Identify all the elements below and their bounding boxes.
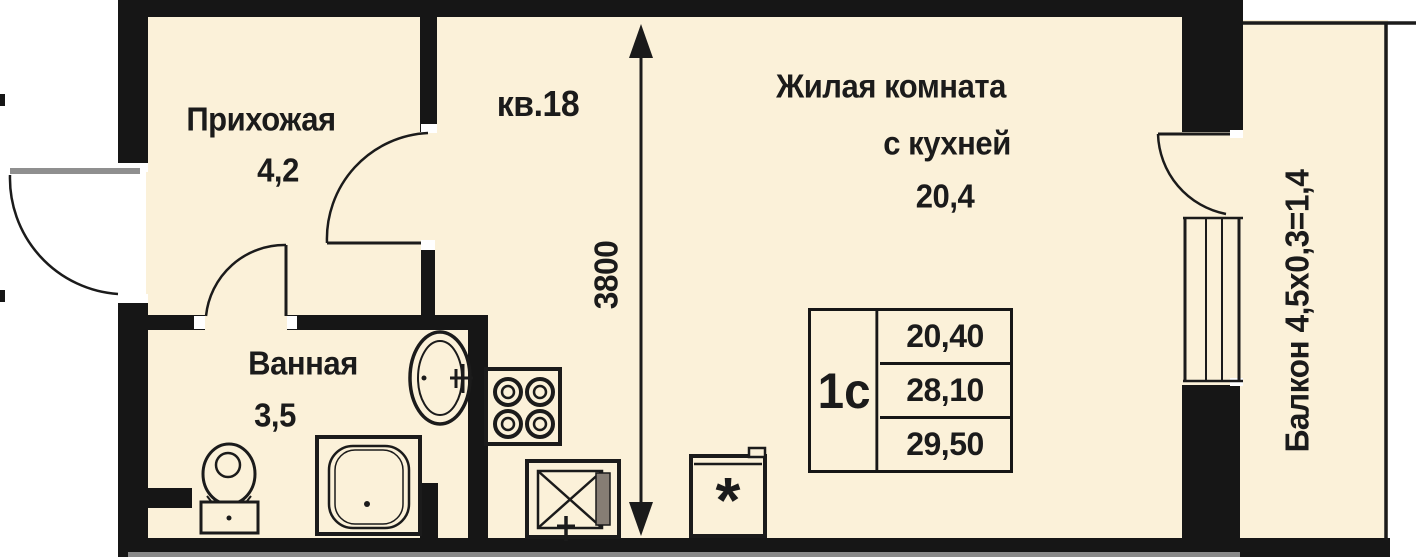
shower-tray-icon xyxy=(315,435,422,536)
hallway-name-label: Прихожая xyxy=(186,100,336,138)
entrance-door-swing xyxy=(8,174,119,296)
toilet-icon xyxy=(199,442,260,535)
stove-icon xyxy=(484,367,562,446)
fridge-asterisk-icon: * xyxy=(716,464,741,536)
bathroom-name-label: Ванная xyxy=(248,344,358,382)
wall-bathroom-right xyxy=(468,315,488,540)
arrowhead-up-icon xyxy=(629,24,653,58)
wall-stub-shower xyxy=(420,483,438,540)
wall-stub-corner xyxy=(140,488,192,508)
wall-living-right-lower xyxy=(1182,385,1240,538)
unit-info-table: 1с 20,40 28,10 29,50 xyxy=(808,308,1013,473)
wall-living-right-upper xyxy=(1182,17,1243,132)
balcony-window-icon xyxy=(1183,216,1243,383)
wall-hallway-living-lower xyxy=(421,240,435,317)
unit-total-area-cell: 29,50 xyxy=(880,416,1010,470)
bathroom-door-swing xyxy=(204,243,287,317)
wall-hallway-living-upper xyxy=(420,17,437,132)
balcony-outline xyxy=(1243,21,1416,540)
hallway-area-label: 4,2 xyxy=(257,151,299,189)
balcony-door-swing xyxy=(1156,133,1227,216)
bathroom-area-label: 3,5 xyxy=(254,396,296,434)
arrowhead-down-icon xyxy=(629,502,653,536)
neighbor-wall-tick-bottom xyxy=(0,290,5,302)
balcony-floor xyxy=(1243,20,1388,542)
hallway-living-door-swing xyxy=(325,131,429,244)
wall-top xyxy=(118,0,1243,17)
bottom-shadow xyxy=(128,552,1240,557)
unit-type-cell: 1с xyxy=(813,311,879,470)
neighbor-wall-tick-top xyxy=(0,94,5,106)
living-room-name-line1: Жилая комната xyxy=(776,67,1006,105)
fridge-icon: * xyxy=(689,446,767,538)
living-room-name-line2: с кухней xyxy=(883,124,1011,162)
wall-balcony-bottom xyxy=(1238,538,1390,557)
unit-area-cell: 28,10 xyxy=(880,362,1010,416)
bathroom-sink-icon xyxy=(408,330,473,426)
apartment-number-label: кв.18 xyxy=(496,83,580,124)
balcony-label: Балкон 4,5х0,3=1,4 xyxy=(1278,169,1316,453)
unit-areas-column: 20,40 28,10 29,50 xyxy=(880,311,1010,470)
wall-bathroom-top-right xyxy=(287,315,488,330)
living-room-area-label: 20,4 xyxy=(915,177,975,215)
wall-left-lower xyxy=(118,296,148,557)
wall-left-upper xyxy=(118,0,148,168)
dimension-arrow xyxy=(629,24,653,536)
balcony-door xyxy=(1156,132,1230,216)
kitchen-sink-icon xyxy=(525,459,621,541)
hallway-living-door xyxy=(325,131,429,245)
bathroom-door xyxy=(204,243,288,317)
entrance-door xyxy=(8,168,140,296)
vertical-dimension-label: 3800 xyxy=(587,240,625,310)
wall-bathroom-top-left xyxy=(118,315,205,330)
unit-living-area-cell: 20,40 xyxy=(906,318,984,354)
